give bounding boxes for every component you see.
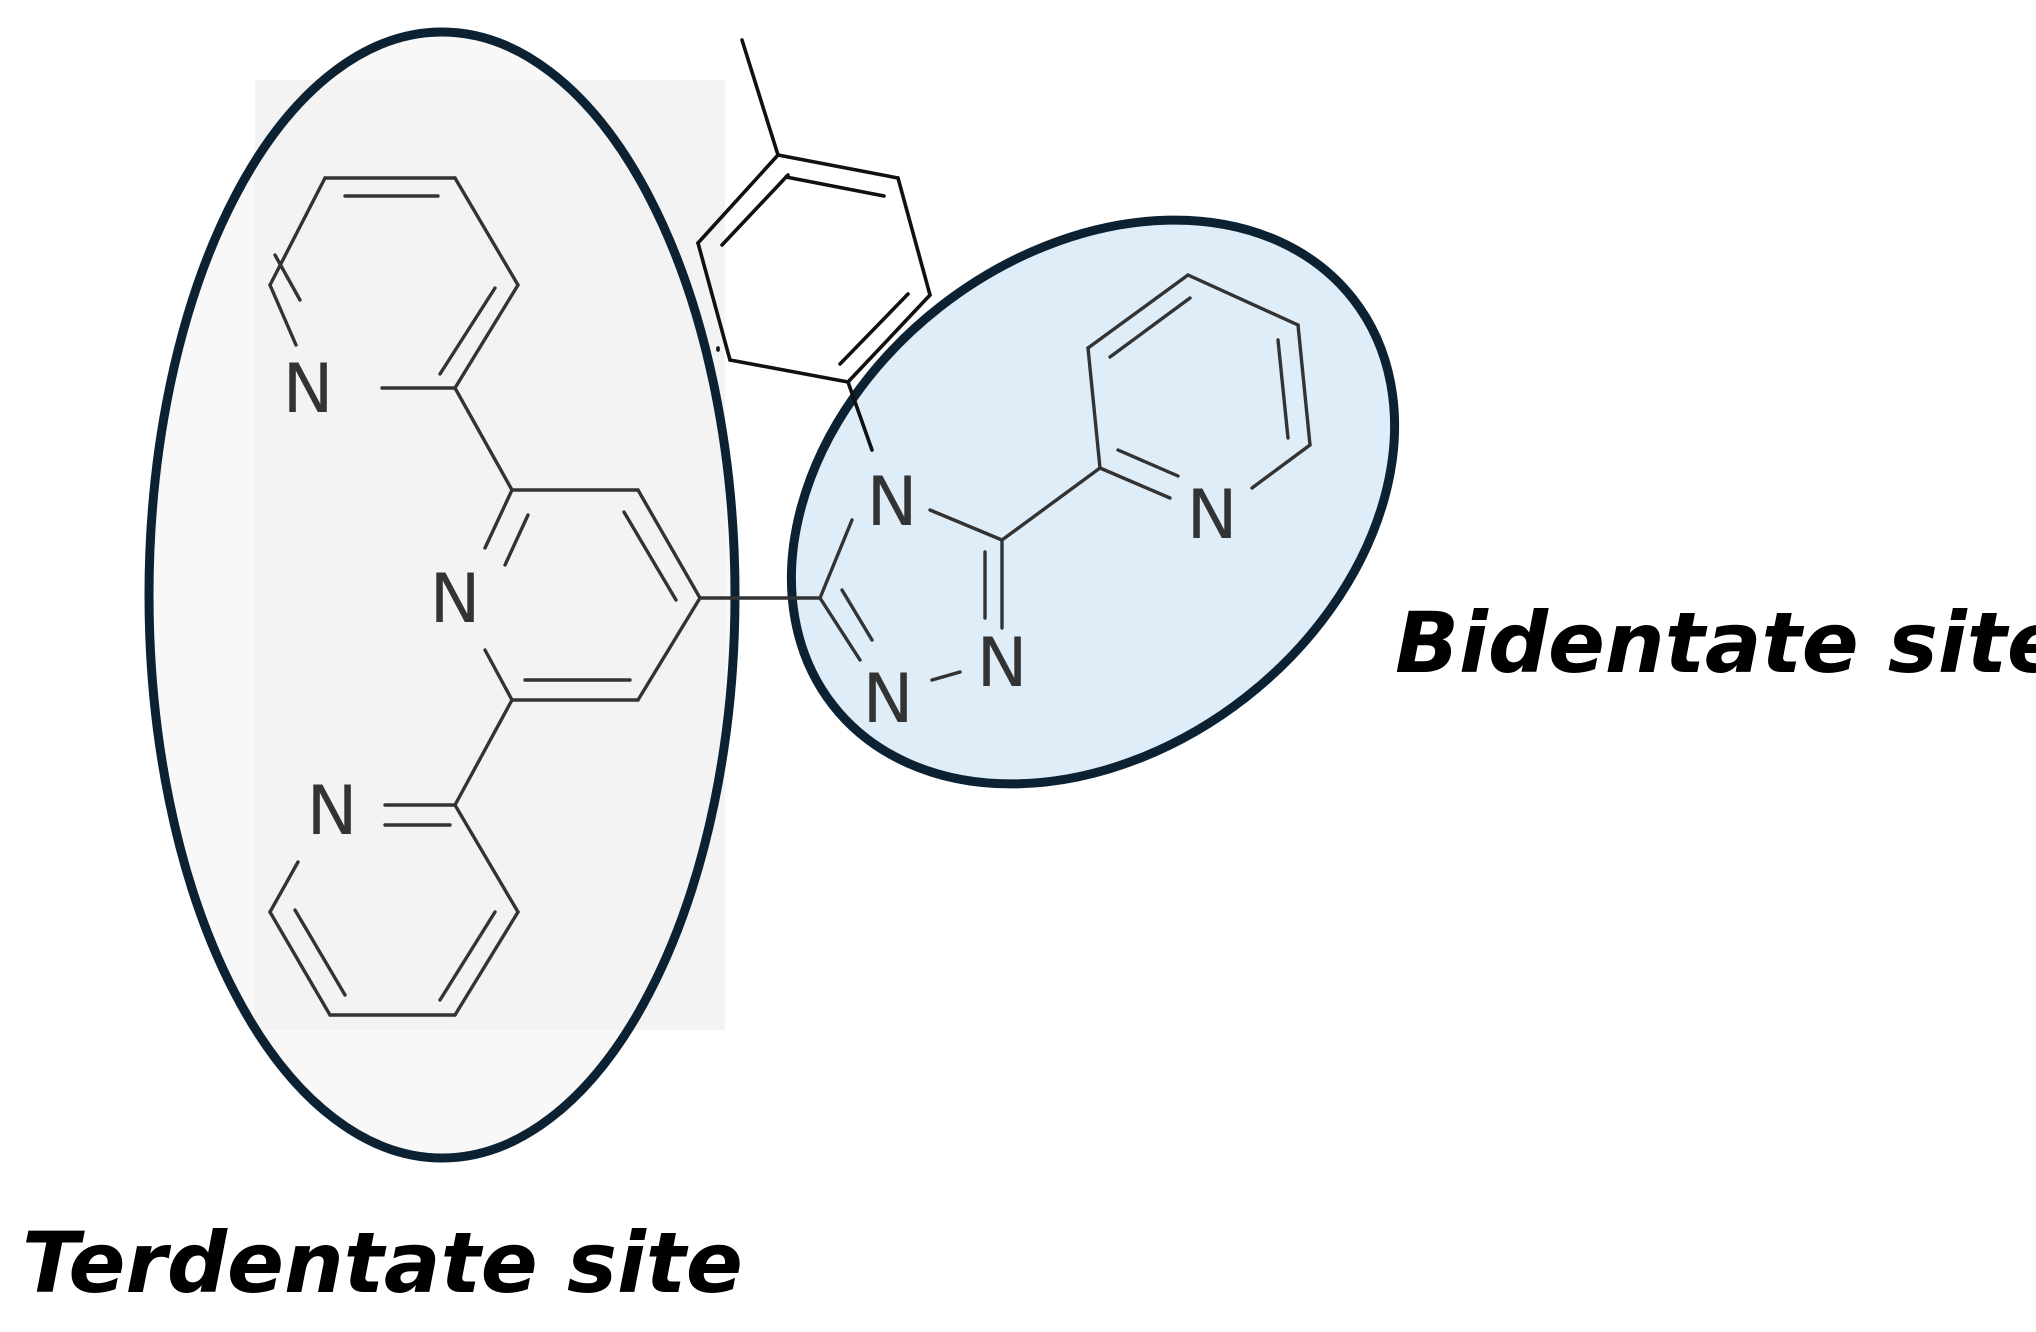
tolyl-group <box>696 38 932 452</box>
tetrazole-ring: N N N <box>818 463 1028 739</box>
terdentate-site-label: Terdentate site <box>22 1214 743 1312</box>
top-pyridine-ring: N <box>268 176 520 429</box>
atom-n-bottom-pyridine: N <box>307 772 358 851</box>
atom-n-pendant-pyridine: N <box>1187 476 1238 555</box>
atom-n3-tetrazole: N <box>863 660 914 739</box>
bidentate-site-label: Bidentate site <box>1395 594 2036 692</box>
atom-n-top-pyridine: N <box>283 350 334 429</box>
atom-n-central-pyridine: N <box>430 560 481 639</box>
bidentate-site-region <box>786 215 1400 789</box>
pendant-pyridine-ring: N <box>1000 273 1312 555</box>
bottom-pyridine-ring: N <box>268 698 520 1017</box>
atom-n1-tetrazole: N <box>867 463 918 542</box>
central-pyridine-ring: N <box>430 386 702 702</box>
bidentate-ellipse <box>786 215 1400 789</box>
atom-n2-tetrazole: N <box>977 624 1028 703</box>
terdentate-ellipse <box>144 27 740 1163</box>
